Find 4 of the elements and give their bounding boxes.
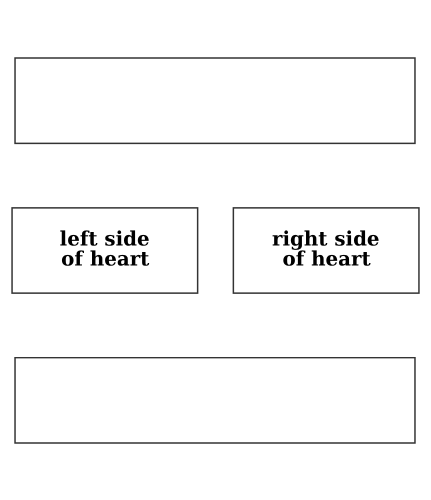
node-box (14, 56, 416, 144)
node-box: left side of heart (11, 206, 198, 294)
node-box: right side of heart (232, 206, 420, 294)
node-box (14, 356, 416, 444)
